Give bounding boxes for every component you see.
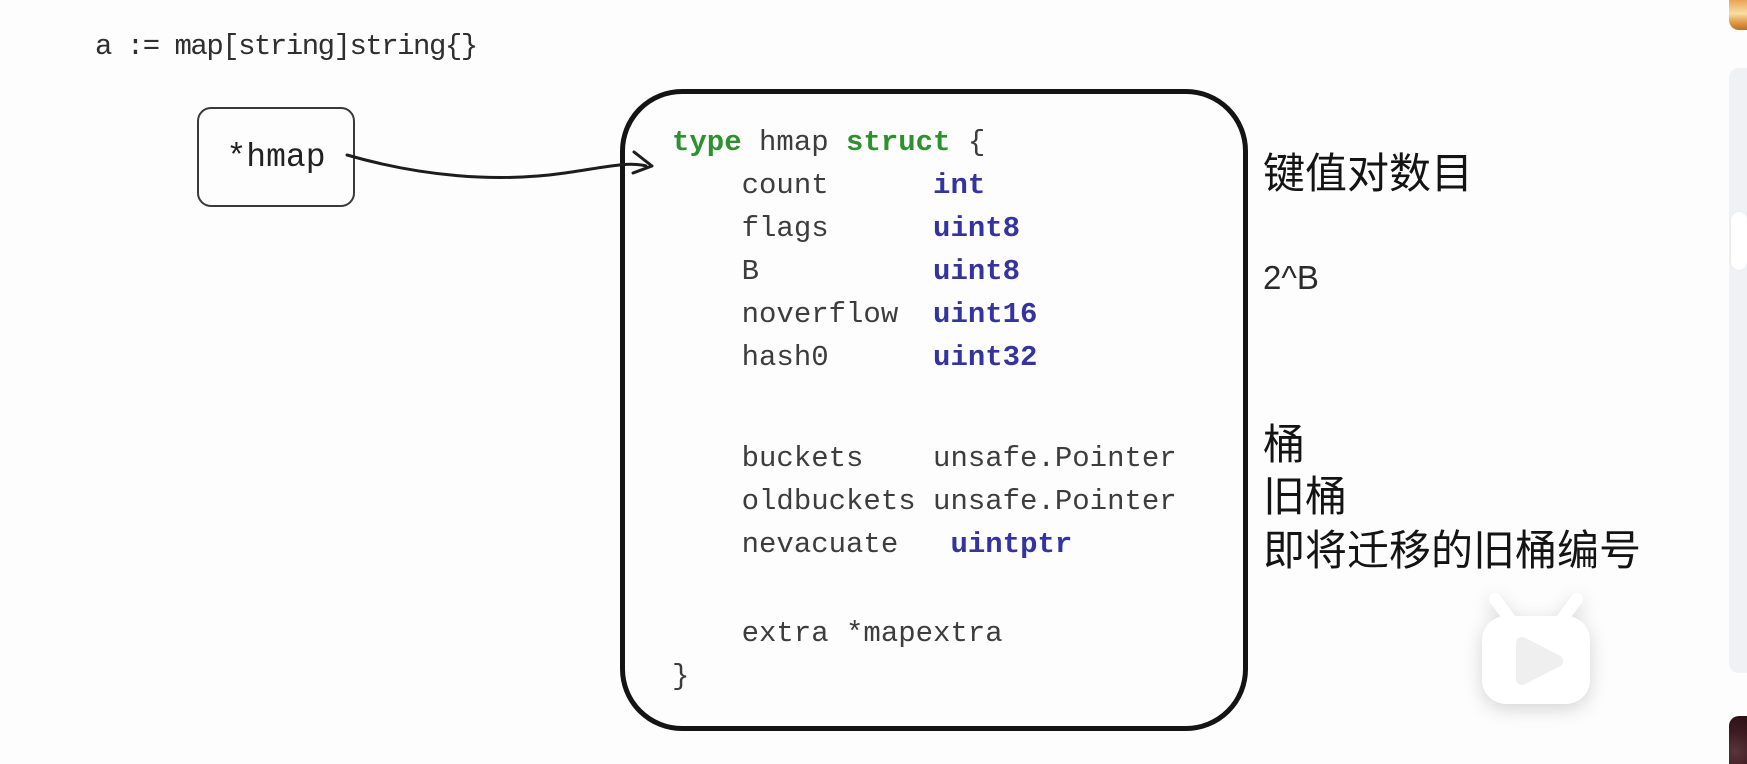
code-line: oldbuckets unsafe.Pointer [672,485,1177,518]
annotation-oldbuckets: 旧桶 [1263,472,1348,521]
orange-badge-icon[interactable] [1729,0,1747,30]
annotations: 键值对数目 2^B 桶旧桶即将迁移的旧桶编号 [1263,0,1683,764]
code-line [672,566,1177,612]
annotation-nevacuate: 即将迁移的旧桶编号 [1263,526,1642,575]
video-thumbnail-cropped[interactable] [1729,716,1747,764]
code-line: nevacuate uintptr [672,528,1073,561]
code-line: hash0 uint32 [672,341,1038,374]
pointer-arrow [345,150,654,179]
struct-code: type hmap struct { count int flags uint8… [672,121,1177,698]
code-line: } [672,660,690,693]
annotation-buckets: 桶 [1263,420,1306,469]
annotation-count: 键值对数目 [1263,149,1474,198]
code-line: buckets unsafe.Pointer [672,442,1177,475]
scrollbar-thumb[interactable] [1731,212,1747,270]
code-line: extra *mapextra [672,617,1003,650]
annotation-b: 2^B [1263,259,1319,296]
code-line: B uint8 [672,255,1021,288]
code-line: noverflow uint16 [672,298,1038,331]
code-line: flags uint8 [672,212,1021,245]
hmap-pointer-label: *hmap [226,138,326,176]
map-declaration-text: a := map[string]string{} [95,30,478,63]
code-line [672,379,1177,437]
code-line: type hmap struct { [672,126,986,159]
hmap-struct-box [620,89,1248,731]
code-line: count int [672,169,986,202]
hmap-pointer-box: *hmap [197,107,355,207]
scrollbar-track[interactable] [1729,68,1747,673]
